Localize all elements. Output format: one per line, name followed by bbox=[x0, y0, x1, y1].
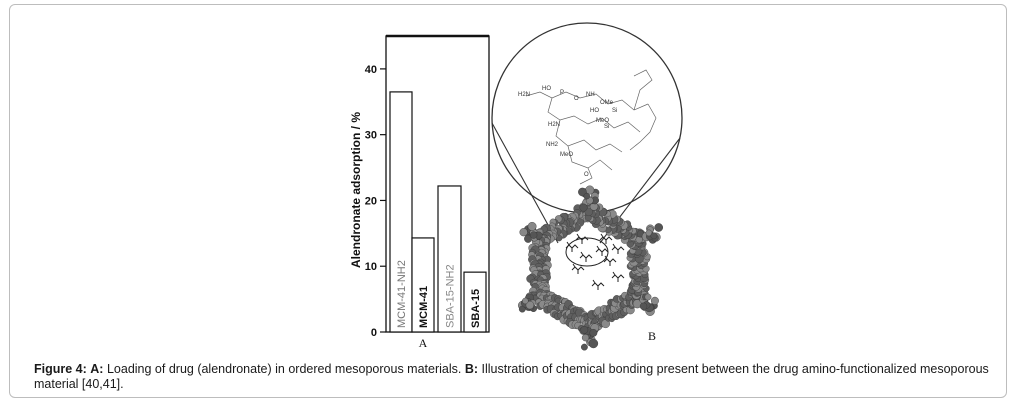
framework-sphere bbox=[635, 236, 643, 244]
framework-sphere bbox=[639, 302, 648, 310]
framework-sphere bbox=[650, 232, 658, 240]
panel-label-a: A bbox=[419, 336, 428, 350]
grafted-drug-chains bbox=[565, 233, 625, 290]
molecule-label: OMe bbox=[600, 100, 614, 106]
bar bbox=[437, 185, 462, 333]
caption-a-label: A: bbox=[90, 362, 104, 376]
framework-sphere bbox=[644, 293, 652, 301]
y-tick-label: 30 bbox=[365, 130, 377, 142]
molecule-label: HO bbox=[542, 86, 551, 92]
molecule-label: P bbox=[560, 90, 564, 96]
y-axis-label: Alendronate adsorption / % bbox=[349, 112, 363, 268]
framework-sphere bbox=[580, 325, 589, 334]
caption-a-text: Loading of drug (alendronate) in ordered… bbox=[106, 362, 462, 376]
drug-chain bbox=[595, 245, 609, 256]
molecule-skeleton bbox=[525, 69, 657, 185]
framework-sphere bbox=[581, 334, 590, 342]
caption-b-text: Illustration of chemical bonding present… bbox=[34, 362, 989, 391]
y-tick-label: 10 bbox=[365, 261, 377, 273]
drug-chain bbox=[579, 251, 593, 262]
drug-chain bbox=[591, 279, 605, 290]
molecule-label: MeO bbox=[560, 152, 573, 158]
framework-sphere bbox=[522, 297, 529, 305]
bar bbox=[389, 91, 413, 333]
molecule-label: NH2 bbox=[546, 142, 559, 148]
zoom-line-left bbox=[491, 122, 559, 244]
molecule-label: H2N bbox=[518, 92, 530, 98]
framework-sphere bbox=[525, 300, 535, 310]
drug-chain bbox=[611, 243, 625, 254]
framework-sphere bbox=[583, 192, 590, 200]
caption-figure-label: Figure 4: bbox=[34, 362, 87, 376]
y-tick-label: 0 bbox=[371, 327, 377, 339]
drug-chain bbox=[599, 233, 613, 244]
adsorption-bar-chart: 0 10 20 30 40 MCM-41-NH2 MCM-41 SBA-15-NH2 SBA-… bbox=[349, 34, 490, 350]
bar bbox=[463, 271, 487, 333]
framework-sphere bbox=[645, 229, 653, 237]
framework-sphere bbox=[588, 338, 599, 349]
caption-b-label: B: bbox=[464, 362, 479, 376]
framework-sphere bbox=[529, 231, 538, 239]
y-tick-label: 20 bbox=[365, 195, 377, 207]
figure-caption: Figure 4: A: Loading of drug (alendronat… bbox=[34, 362, 994, 392]
framework-sphere bbox=[589, 328, 598, 337]
framework-sphere bbox=[654, 223, 664, 232]
molecule-label: O bbox=[574, 96, 579, 102]
molecule-label: Si bbox=[604, 124, 609, 130]
y-axis-ticks: 0 10 20 30 40 bbox=[365, 64, 386, 339]
y-tick-label: 40 bbox=[365, 64, 377, 76]
panel-label-b: B bbox=[648, 329, 656, 343]
molecule-label: Si bbox=[612, 108, 617, 114]
framework-sphere bbox=[527, 221, 537, 231]
molecule-label: MeO bbox=[596, 118, 609, 124]
framework-sphere bbox=[519, 228, 528, 237]
bar bbox=[411, 237, 435, 333]
drug-chain bbox=[565, 241, 579, 252]
bar-label: SBA-15-NH2 bbox=[445, 264, 457, 328]
bar-label: MCM-41-NH2 bbox=[396, 260, 408, 328]
framework-sphere bbox=[579, 203, 588, 212]
framework-sphere bbox=[581, 343, 588, 351]
drug-chain bbox=[575, 233, 589, 244]
mesoporous-framework bbox=[517, 185, 664, 351]
molecule-label: O bbox=[584, 172, 589, 178]
molecule-label: NH bbox=[586, 92, 595, 98]
bars-group: MCM-41-NH2 MCM-41 SBA-15-NH2 SBA-15 bbox=[389, 91, 487, 333]
drug-chain bbox=[611, 271, 625, 282]
framework-sphere bbox=[650, 296, 659, 305]
bar-label: SBA-15 bbox=[470, 289, 482, 328]
zoom-circle bbox=[491, 22, 683, 214]
drug-chain bbox=[571, 263, 585, 274]
bar-label: MCM-41 bbox=[418, 286, 430, 328]
drug-chain bbox=[603, 255, 617, 266]
molecule-label: HO bbox=[590, 108, 599, 114]
molecule-label: H2N bbox=[548, 122, 560, 128]
